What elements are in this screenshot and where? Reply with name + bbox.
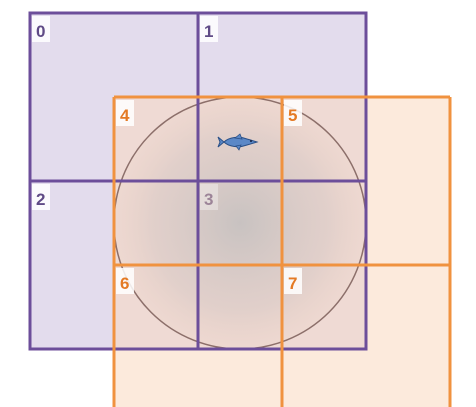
cell-label-6: 6 [120,274,129,293]
cell-label-1: 1 [204,22,213,41]
cell-label-1-bg [200,16,218,42]
cell-labels: 0 1 2 3 4 5 6 7 [36,22,297,293]
cell-label-3: 3 [204,190,213,209]
cell-label-0: 0 [36,22,45,41]
cell-label-0-bg [32,16,50,42]
purple-grid-lines [28,11,368,351]
cell-label-6-bg [116,268,134,294]
cell-label-3-bg [200,184,218,210]
cell-label-4: 4 [120,106,130,125]
orange-grid-lines [112,95,452,407]
cell-label-2: 2 [36,190,45,209]
cell-label-7: 7 [288,274,297,293]
cell-label-7-bg [284,268,302,294]
cell-label-4-bg [116,100,134,126]
cell-label-2-bg [32,184,50,210]
cell-label-5: 5 [288,106,297,125]
fish-icon [217,133,259,151]
cell-label-5-bg [284,100,302,126]
cell-label-backgrounds [32,16,302,294]
